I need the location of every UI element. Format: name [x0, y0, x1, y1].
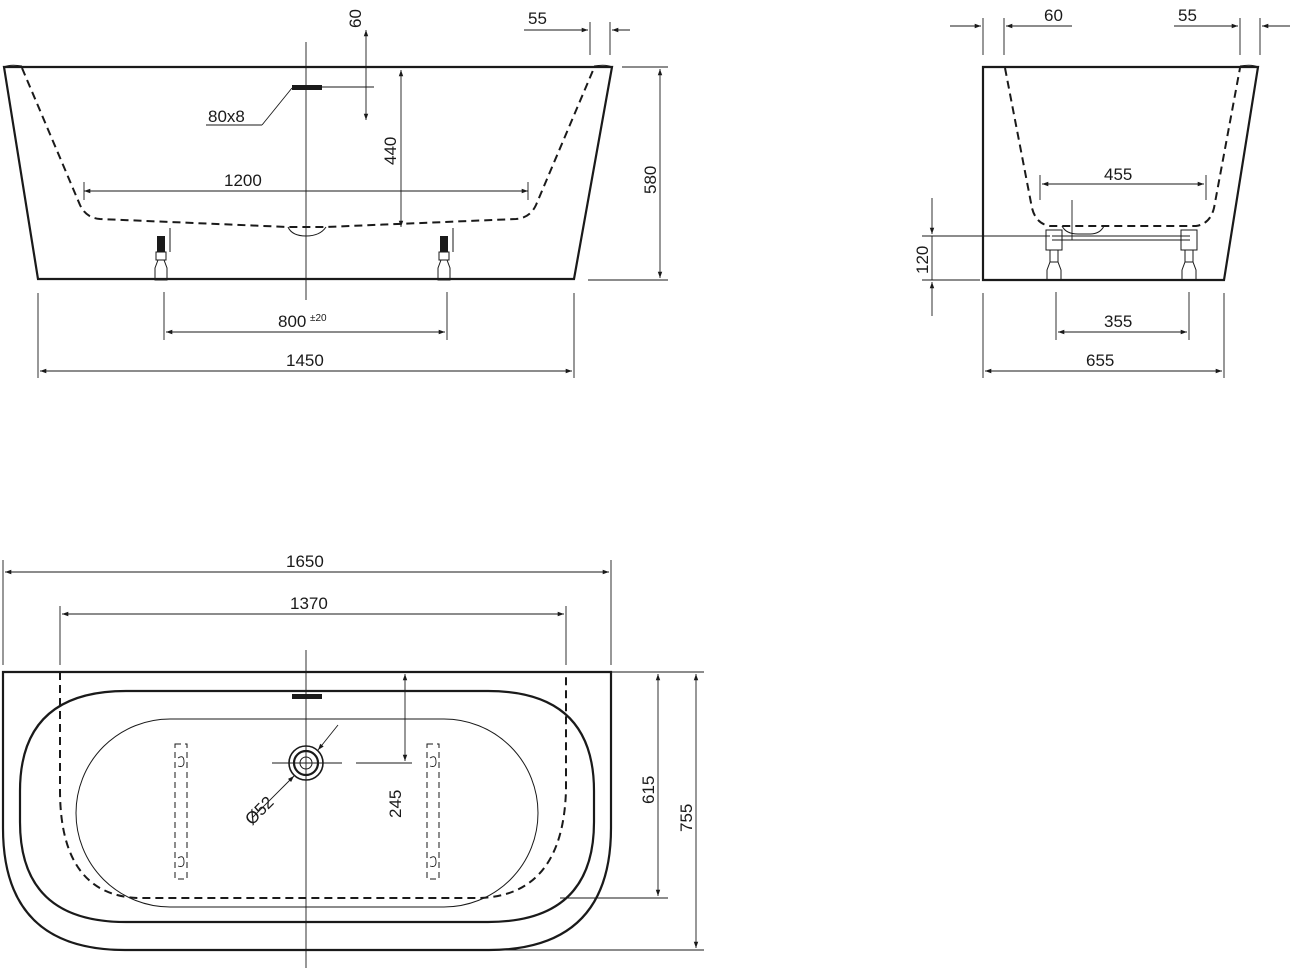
side-tub-outline — [981, 65, 1260, 282]
top-overflow — [292, 694, 322, 699]
dim-355: 355 — [1104, 312, 1132, 331]
dim-455: 455 — [1104, 165, 1132, 184]
front-foot-right — [437, 228, 454, 281]
top-outer-shell — [1, 670, 613, 952]
overflow-slot — [292, 85, 322, 90]
dim-1200: 1200 — [224, 171, 262, 190]
top-foot-rail-left — [174, 743, 188, 880]
dim-800: 800 — [278, 312, 306, 331]
dim-755: 755 — [677, 804, 696, 832]
drain — [288, 745, 324, 781]
front-tub-outline — [2, 65, 614, 281]
dim-120: 120 — [913, 246, 932, 274]
front-rim-right — [593, 64, 613, 68]
dim-overflow-80x8: 80x8 — [208, 107, 245, 126]
dim-655: 655 — [1086, 351, 1114, 370]
front-inner-basin — [21, 67, 595, 228]
side-inner-basin — [1004, 67, 1241, 227]
dim-60-side: 60 — [1044, 6, 1063, 25]
dim-55-front: 55 — [528, 9, 547, 28]
front-view: 60 80x8 55 440 1200 580 800 ±20 — [2, 9, 668, 378]
dim-440: 440 — [381, 137, 400, 165]
dim-55-side: 55 — [1178, 6, 1197, 25]
dim-1450: 1450 — [286, 351, 324, 370]
dim-245: 245 — [386, 790, 405, 818]
side-foot-right — [1180, 229, 1198, 281]
top-rim — [18, 689, 596, 924]
side-foot-left — [1045, 229, 1063, 281]
top-basin-floor — [75, 718, 539, 908]
front-rim-left — [3, 64, 23, 68]
dim-1650: 1650 — [286, 552, 324, 571]
dim-615: 615 — [639, 776, 658, 804]
top-inner-basin — [59, 672, 567, 899]
front-drain — [287, 226, 327, 237]
front-foot-left — [154, 228, 171, 281]
dim-580: 580 — [641, 166, 660, 194]
side-view: 60 55 455 120 355 655 — [913, 6, 1290, 378]
dim-800-tolerance: ±20 — [310, 313, 327, 324]
dim-1370: 1370 — [290, 594, 328, 613]
top-foot-rail-right — [426, 743, 440, 880]
top-view: Ø52 1650 1370 245 615 — [1, 552, 704, 968]
dim-60-front: 60 — [346, 9, 365, 28]
